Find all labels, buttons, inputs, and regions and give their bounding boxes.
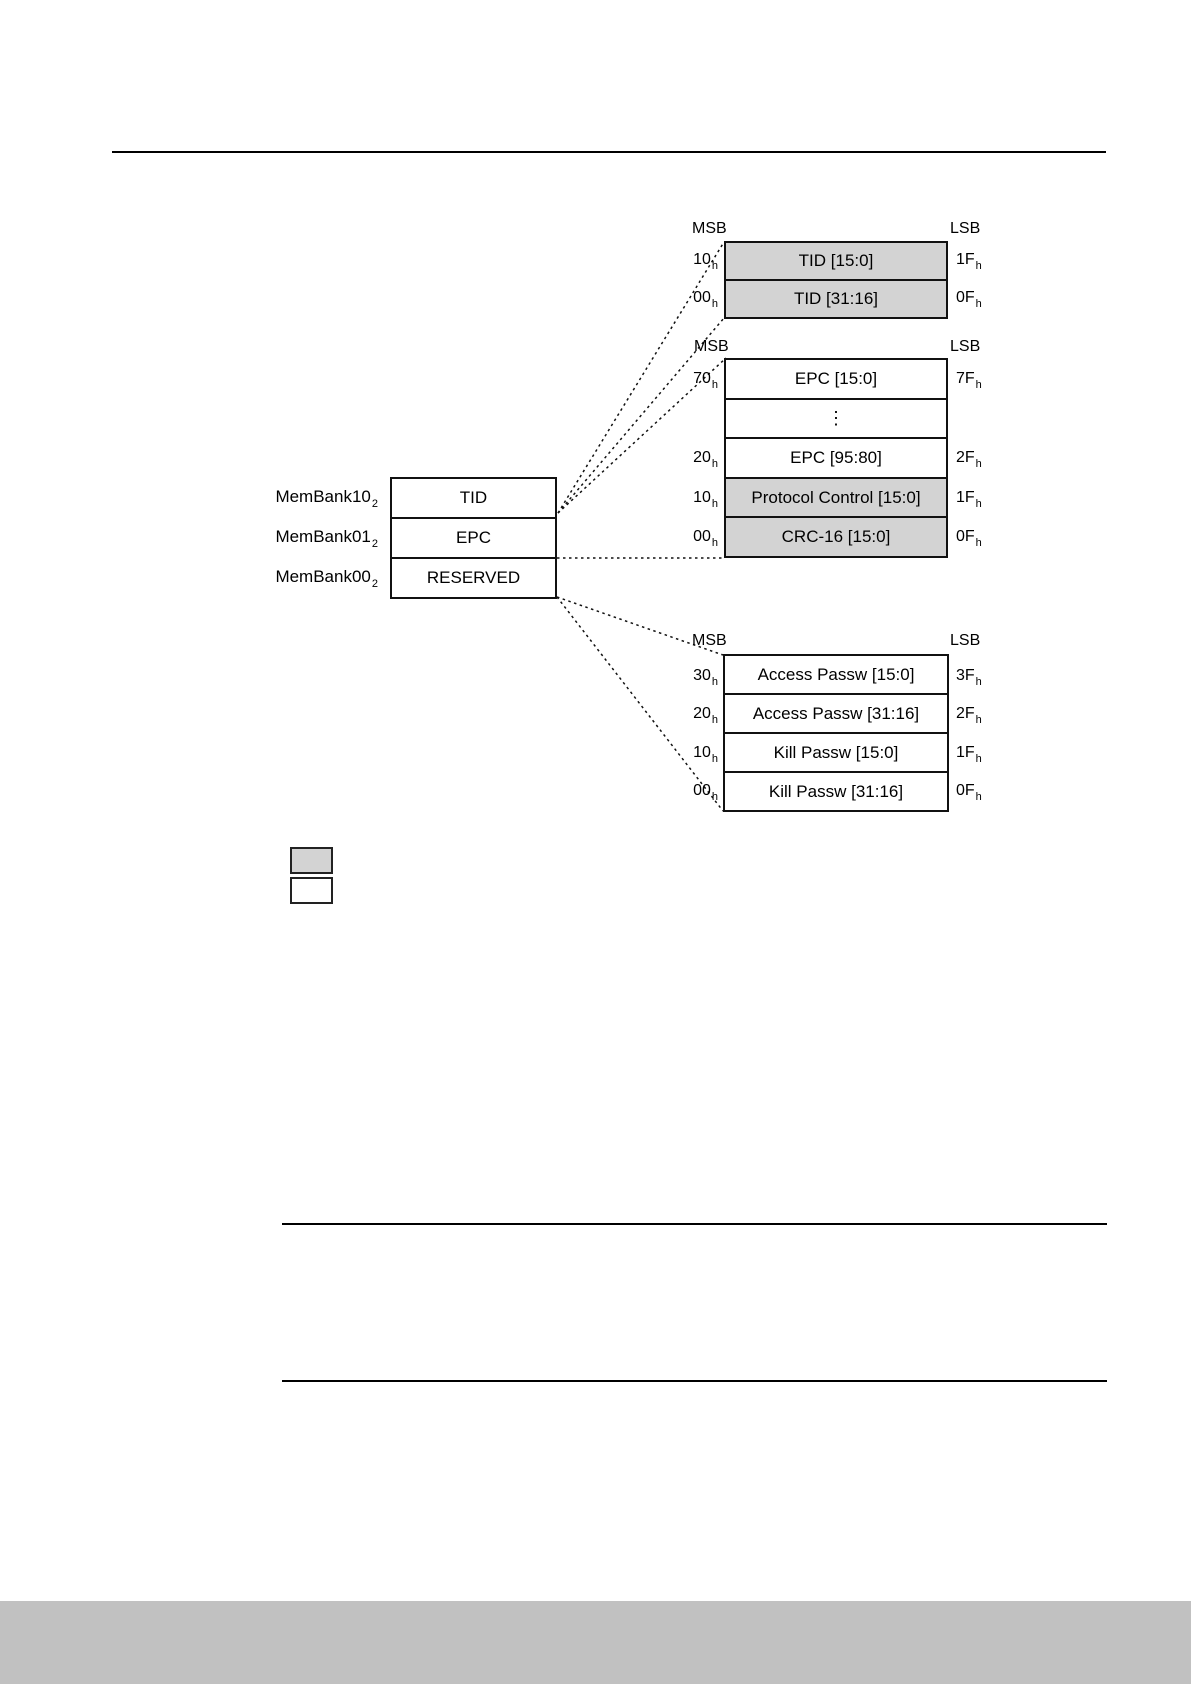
epc-row3-start-address: 00h xyxy=(658,527,718,549)
memory-row-crc16: CRC-16 [15:0] xyxy=(726,516,946,556)
addr-value: 00 xyxy=(693,782,711,799)
addr-subscript: h xyxy=(975,676,982,688)
addr-subscript: h xyxy=(711,498,718,510)
tid-lsb-label: LSB xyxy=(950,220,981,237)
addr-subscript: h xyxy=(711,537,718,549)
reserved-row1-end-address: 2Fh xyxy=(956,704,1016,726)
membank-01-subscript: 2 xyxy=(371,538,378,550)
membank-01-text: MemBank01 xyxy=(275,527,371,546)
membank-10-label: MemBank102 xyxy=(140,487,378,510)
addr-subscript: h xyxy=(975,260,982,272)
addr-value: 00 xyxy=(693,528,711,545)
addr-subscript: h xyxy=(975,298,982,310)
addr-subscript: h xyxy=(975,498,982,510)
reserved-msb-label: MSB xyxy=(692,632,727,649)
membank-01-label: MemBank012 xyxy=(140,527,378,550)
membank-00-subscript: 2 xyxy=(371,578,378,590)
tid-memory-block: TID [15:0] TID [31:16] xyxy=(724,241,948,319)
addr-subscript: h xyxy=(711,714,718,726)
addr-value: 7F xyxy=(956,370,975,387)
memory-row-kill-passw-31-16: Kill Passw [31:16] xyxy=(725,771,947,810)
reserved-memory-block: Access Passw [15:0] Access Passw [31:16]… xyxy=(723,654,949,812)
addr-subscript: h xyxy=(711,458,718,470)
addr-value: 20 xyxy=(693,449,711,466)
addr-subscript: h xyxy=(711,298,718,310)
membank-00-text: MemBank00 xyxy=(275,567,371,586)
epc-row2-start-address: 10h xyxy=(658,488,718,510)
reserved-row2-end-address: 1Fh xyxy=(956,743,1016,765)
addr-value: 00 xyxy=(693,289,711,306)
memory-row-ellipsis: ⋮ xyxy=(726,397,946,438)
addr-value: 0F xyxy=(956,289,975,306)
bank-cell-epc: EPC xyxy=(392,517,555,557)
tid-row0-start-address: 10h xyxy=(658,250,718,272)
tid-row1-start-address: 00h xyxy=(658,288,718,310)
reserved-row3-start-address: 00h xyxy=(658,781,718,803)
epc-msb-label: MSB xyxy=(694,338,729,355)
memory-row-access-passw-15-0: Access Passw [15:0] xyxy=(725,656,947,693)
memory-row-kill-passw-15-0: Kill Passw [15:0] xyxy=(725,732,947,771)
legend-swatch-shaded xyxy=(290,847,333,874)
addr-subscript: h xyxy=(975,379,982,391)
addr-value: 2F xyxy=(956,449,975,466)
membank-10-subscript: 2 xyxy=(371,498,378,510)
footer-band xyxy=(0,1601,1191,1684)
membank-10-text: MemBank10 xyxy=(275,487,371,506)
addr-subscript: h xyxy=(975,537,982,549)
addr-subscript: h xyxy=(711,753,718,765)
epc-row2-end-address: 1Fh xyxy=(956,488,1016,510)
epc-row0-end-address: 7Fh xyxy=(956,369,1016,391)
addr-value: 10 xyxy=(693,251,711,268)
epc-row0-start-address: 70h xyxy=(658,369,718,391)
addr-subscript: h xyxy=(975,714,982,726)
bank-cell-tid: TID xyxy=(392,479,555,517)
tid-msb-label: MSB xyxy=(692,220,727,237)
addr-value: 10 xyxy=(693,489,711,506)
top-rule xyxy=(112,151,1106,153)
addr-subscript: h xyxy=(975,458,982,470)
addr-value: 1F xyxy=(956,744,975,761)
reserved-lsb-label: LSB xyxy=(950,632,981,649)
addr-value: 2F xyxy=(956,705,975,722)
reserved-row1-start-address: 20h xyxy=(658,704,718,726)
memory-bank-column: TID EPC RESERVED xyxy=(390,477,557,599)
reserved-row3-end-address: 0Fh xyxy=(956,781,1016,803)
memory-row-protocol-control: Protocol Control [15:0] xyxy=(726,476,946,517)
bottom-rule xyxy=(282,1380,1107,1382)
epc-memory-block: EPC [15:0] ⋮ EPC [95:80] Protocol Contro… xyxy=(724,358,948,558)
addr-value: 0F xyxy=(956,528,975,545)
epc-row1-end-address: 2Fh xyxy=(956,448,1016,470)
tid-row0-end-address: 1Fh xyxy=(956,250,1016,272)
addr-subscript: h xyxy=(711,260,718,272)
addr-value: 1F xyxy=(956,251,975,268)
memory-row-epc-15-0: EPC [15:0] xyxy=(726,360,946,398)
addr-subscript: h xyxy=(975,753,982,765)
legend-swatch-unshaded xyxy=(290,877,333,904)
epc-row1-start-address: 20h xyxy=(658,448,718,470)
addr-subscript: h xyxy=(711,676,718,688)
reserved-row2-start-address: 10h xyxy=(658,743,718,765)
addr-value: 1F xyxy=(956,489,975,506)
bank-cell-reserved: RESERVED xyxy=(392,557,555,597)
memory-row-tid-31-16: TID [31:16] xyxy=(726,279,946,317)
epc-lsb-label: LSB xyxy=(950,338,981,355)
reserved-row0-start-address: 30h xyxy=(658,666,718,688)
addr-value: 20 xyxy=(693,705,711,722)
addr-subscript: h xyxy=(711,379,718,391)
addr-value: 0F xyxy=(956,782,975,799)
addr-value: 30 xyxy=(693,667,711,684)
memory-row-epc-95-80: EPC [95:80] xyxy=(726,437,946,477)
tid-row1-end-address: 0Fh xyxy=(956,288,1016,310)
middle-rule xyxy=(282,1223,1107,1225)
addr-subscript: h xyxy=(711,791,718,803)
addr-value: 10 xyxy=(693,744,711,761)
memory-row-tid-15-0: TID [15:0] xyxy=(726,243,946,279)
memory-row-access-passw-31-16: Access Passw [31:16] xyxy=(725,693,947,732)
reserved-row0-end-address: 3Fh xyxy=(956,666,1016,688)
addr-value: 70 xyxy=(693,370,711,387)
membank-00-label: MemBank002 xyxy=(140,567,378,590)
addr-value: 3F xyxy=(956,667,975,684)
epc-row3-end-address: 0Fh xyxy=(956,527,1016,549)
addr-subscript: h xyxy=(975,791,982,803)
